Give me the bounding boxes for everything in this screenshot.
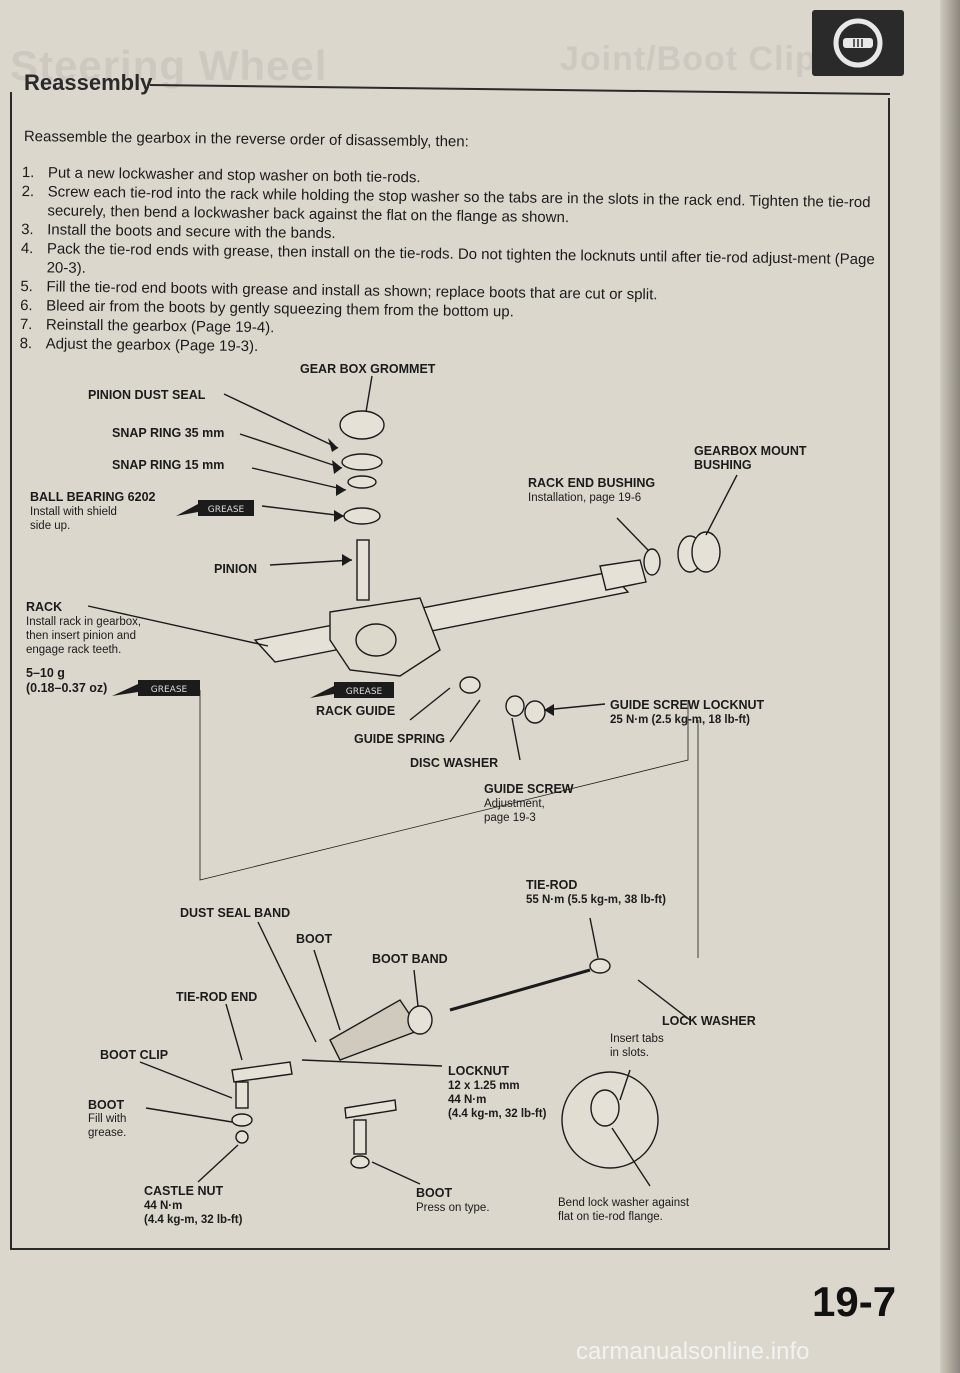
label-guide-spring: GUIDE SPRING — [354, 732, 445, 746]
torque-castle-nut-2: (4.4 kg-m, 32 lb-ft) — [144, 1214, 243, 1226]
label-grease-qty-2: (0.18–0.37 oz) — [26, 681, 108, 695]
watermark: carmanualsonline.info — [576, 1338, 810, 1365]
label-ball-bearing: BALL BEARING 6202 — [30, 490, 156, 504]
label-lock-washer: LOCK WASHER — [662, 1014, 756, 1028]
label-snap-ring-35: SNAP RING 35 mm — [112, 426, 225, 440]
label-boot-press: BOOT — [416, 1186, 453, 1200]
label-gearbox-mount-bushing-2: BUSHING — [694, 458, 752, 472]
torque-tie-rod: 55 N·m (5.5 kg-m, 38 lb-ft) — [526, 894, 666, 906]
grease-tube-label: GREASE — [346, 687, 383, 697]
note-rack-end-bushing: Installation, page 19-6 — [528, 492, 642, 504]
bleedthrough-title-right: Joint/Boot Clip — [560, 40, 817, 78]
size-locknut: 12 x 1.25 mm — [448, 1080, 520, 1092]
label-tie-rod: TIE-ROD — [526, 878, 578, 892]
label-rack-guide: RACK GUIDE — [316, 704, 396, 718]
note-guide-screw-2: page 19-3 — [484, 812, 536, 824]
page-number: 19-7 — [812, 1278, 897, 1325]
note-rack-1: Install rack in gearbox, — [26, 616, 142, 628]
label-gear-box-grommet: GEAR BOX GROMMET — [300, 362, 436, 376]
note-ball-bearing-2: side up. — [30, 520, 71, 532]
label-snap-ring-15: SNAP RING 15 mm — [112, 458, 225, 472]
note-boot-fill-1: Fill with — [88, 1113, 127, 1125]
label-gearbox-mount-bushing: GEARBOX MOUNT — [694, 444, 807, 458]
note-lock-washer-1: Insert tabs — [610, 1033, 664, 1045]
frame-left — [10, 92, 12, 1249]
label-rack: RACK — [26, 600, 63, 614]
note-rack-2: then insert pinion and — [26, 630, 136, 642]
binding-edge — [940, 0, 960, 1373]
torque-locknut-1: 44 N·m — [448, 1094, 487, 1106]
grease-tube-icon: GREASE — [310, 682, 394, 698]
label-grease-qty-1: 5–10 g — [26, 666, 65, 680]
torque-castle-nut-1: 44 N·m — [144, 1200, 183, 1212]
label-locknut: LOCKNUT — [448, 1064, 510, 1078]
frame-bottom — [10, 1248, 890, 1250]
label-boot: BOOT — [296, 932, 333, 946]
label-boot-fill: BOOT — [88, 1098, 125, 1112]
note-rack-3: engage rack teeth. — [26, 644, 122, 656]
label-tie-rod-end: TIE-ROD END — [176, 990, 258, 1004]
steering-wheel-icon — [812, 10, 904, 76]
note-ball-bearing-1: Install with shield — [30, 506, 117, 518]
grease-tube-icon: GREASE — [112, 680, 200, 696]
note-bend-lock-washer-2: flat on tie-rod flange. — [558, 1211, 663, 1223]
torque-guide-screw-locknut: 25 N·m (2.5 kg-m, 18 lb-ft) — [610, 714, 750, 726]
bleedthrough-title-left: Steering Wheel — [10, 42, 328, 89]
label-pinion-dust-seal: PINION DUST SEAL — [88, 388, 206, 402]
label-guide-screw-locknut: GUIDE SCREW LOCKNUT — [610, 698, 765, 712]
torque-locknut-2: (4.4 kg-m, 32 lb-ft) — [448, 1108, 547, 1120]
frame-right — [888, 98, 890, 1250]
label-castle-nut: CASTLE NUT — [144, 1184, 224, 1198]
note-boot-fill-2: grease. — [88, 1127, 127, 1139]
section-title: Reassembly — [24, 70, 153, 95]
label-disc-washer: DISC WASHER — [410, 756, 499, 770]
label-pinion: PINION — [214, 562, 258, 576]
grease-tube-label: GREASE — [151, 685, 188, 695]
note-lock-washer-2: in slots. — [610, 1047, 649, 1059]
label-rack-end-bushing: RACK END BUSHING — [528, 476, 656, 490]
label-guide-screw: GUIDE SCREW — [484, 782, 574, 796]
label-boot-band: BOOT BAND — [372, 952, 448, 966]
label-dust-seal-band: DUST SEAL BAND — [180, 906, 291, 920]
label-boot-clip: BOOT CLIP — [100, 1048, 169, 1062]
grease-tube-label: GREASE — [208, 505, 245, 515]
note-bend-lock-washer-1: Bend lock washer against — [558, 1197, 690, 1209]
note-boot-press: Press on type. — [416, 1202, 490, 1214]
note-guide-screw-1: Adjustment, — [484, 798, 545, 810]
grease-tube-icon: GREASE — [176, 500, 254, 516]
